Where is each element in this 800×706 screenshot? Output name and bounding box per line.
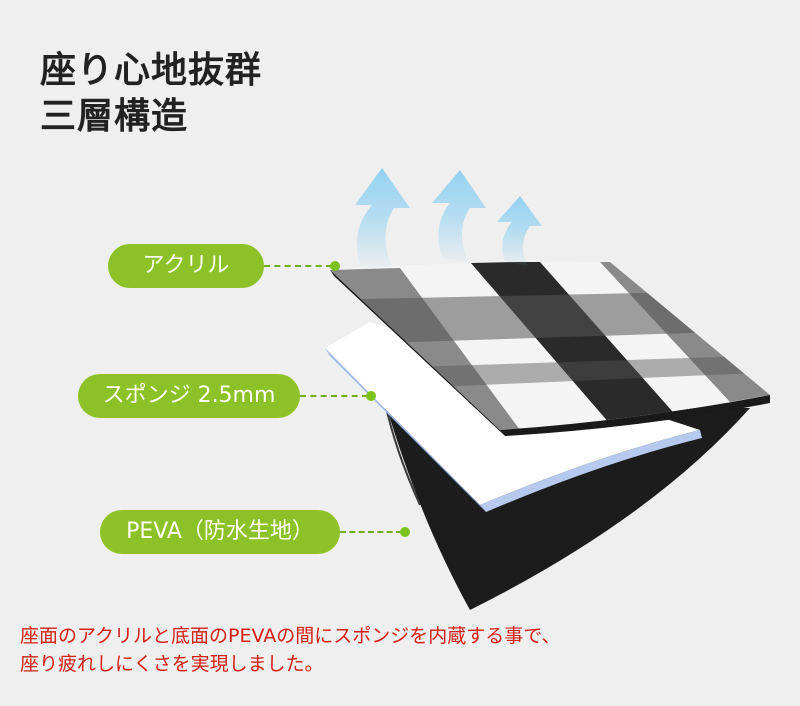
leader-dot-sponge [366,391,376,401]
caption-line-1: 座面のアクリルと底面のPEVAの間にスポンジを内蔵する事で、 [20,625,561,647]
leader-dot-acrylic [330,261,340,271]
leader-line-acrylic [264,265,332,267]
label-acrylic: アクリル [108,244,264,288]
caption-line-2: 座り疲れしにくさを実現しました。 [20,653,324,675]
label-sponge: スポンジ 2.5mm [78,374,300,418]
heading: 座り心地抜群 三層構造 [40,48,262,140]
up-arrow-icon [355,168,542,268]
leader-line-sponge [300,395,368,397]
label-peva: PEVA（防水生地） [100,510,340,554]
heading-line-2: 三層構造 [40,96,189,137]
acrylic-layer [330,261,770,436]
leader-dot-peva [400,527,410,537]
heading-line-1: 座り心地抜群 [40,50,263,91]
caption: 座面のアクリルと底面のPEVAの間にスポンジを内蔵する事で、 座り疲れしにくさを… [20,622,561,678]
leader-line-peva [340,531,402,533]
